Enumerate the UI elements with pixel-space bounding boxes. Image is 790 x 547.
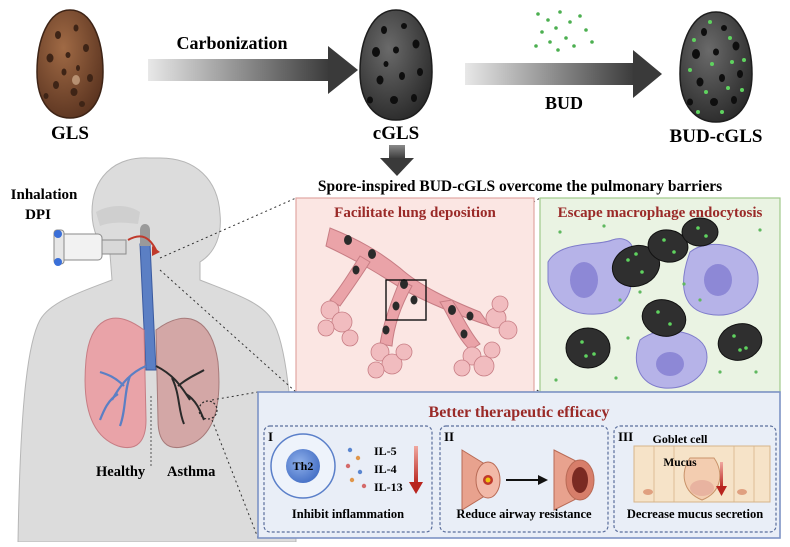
healthy-lung-icon <box>84 317 147 448</box>
carbonization-arrow-icon <box>148 46 358 94</box>
headline: Spore-inspired BUD-cGLS overcome the pul… <box>318 178 722 195</box>
subpanel-iii-numeral: III <box>618 429 633 444</box>
asthma-lung-icon <box>155 317 220 448</box>
cgls-label: cGLS <box>373 123 419 144</box>
inhalation-flow-arrowhead <box>152 246 160 256</box>
macrophage-cells-icon <box>547 238 759 389</box>
subpanel-i-caption: Inhibit inflammation <box>292 507 404 521</box>
bud-label: BUD <box>545 93 583 113</box>
bud-arrow-icon <box>465 50 662 98</box>
trachea-icon <box>139 224 157 371</box>
bud-cgls-spore-icon <box>679 11 753 123</box>
constricted-airway-icon <box>461 449 501 511</box>
improvement-arrow-icon <box>506 475 548 485</box>
deposition-title: Facilitate lung deposition <box>334 205 496 221</box>
open-airway-icon <box>553 449 595 511</box>
bronchial-tree-icon <box>317 227 518 379</box>
cytokine-label-2: IL-4 <box>374 462 397 476</box>
inhaler-dpi-icon <box>53 229 127 266</box>
subpanel-ii <box>439 425 609 533</box>
subpanel-iii-caption: Decrease mucus secretion <box>627 507 763 521</box>
bud-drug-particles-icon <box>534 10 594 52</box>
macrophage-title: Escape macrophage endocytosis <box>558 205 763 221</box>
subpanel-i <box>263 425 433 533</box>
decrease-arrow-icon <box>409 446 423 494</box>
bud-cgls-label: BUD-cGLS <box>670 126 763 147</box>
inhalation-flow-arrow <box>127 235 157 251</box>
gls-spore-icon <box>36 9 104 119</box>
gls-label: GLS <box>51 123 89 144</box>
decrease-mucus-arrow-icon <box>716 462 727 496</box>
mucus-label: Mucus <box>663 457 697 469</box>
inhalation-label: Inhalation <box>11 187 78 203</box>
bud-cgls-particles-icon <box>554 217 763 382</box>
healthy-label: Healthy <box>96 464 146 480</box>
subpanel-ii-numeral: II <box>444 429 454 444</box>
cytokine-label-3: IL-13 <box>374 480 403 494</box>
goblet-cell-tissue-icon <box>633 445 771 503</box>
cytokine-label-1: IL-5 <box>374 444 397 458</box>
subpanel-ii-caption: Reduce airway resistance <box>456 507 592 521</box>
goblet-cell-label: Goblet cell <box>653 432 709 446</box>
th2-label: Th2 <box>293 459 314 473</box>
cytokine-dots-icon <box>345 447 367 489</box>
dpi-label: DPI <box>25 207 51 223</box>
down-arrow-icon <box>380 145 414 176</box>
subpanel-i-numeral: I <box>268 429 273 444</box>
cgls-spore-icon <box>359 9 433 121</box>
asthma-label: Asthma <box>167 464 216 480</box>
subpanel-iii <box>613 425 777 533</box>
th2-cell-icon <box>270 433 336 499</box>
carbonization-label: Carbonization <box>176 33 287 53</box>
efficacy-title: Better therapeutic efficacy <box>429 404 610 421</box>
